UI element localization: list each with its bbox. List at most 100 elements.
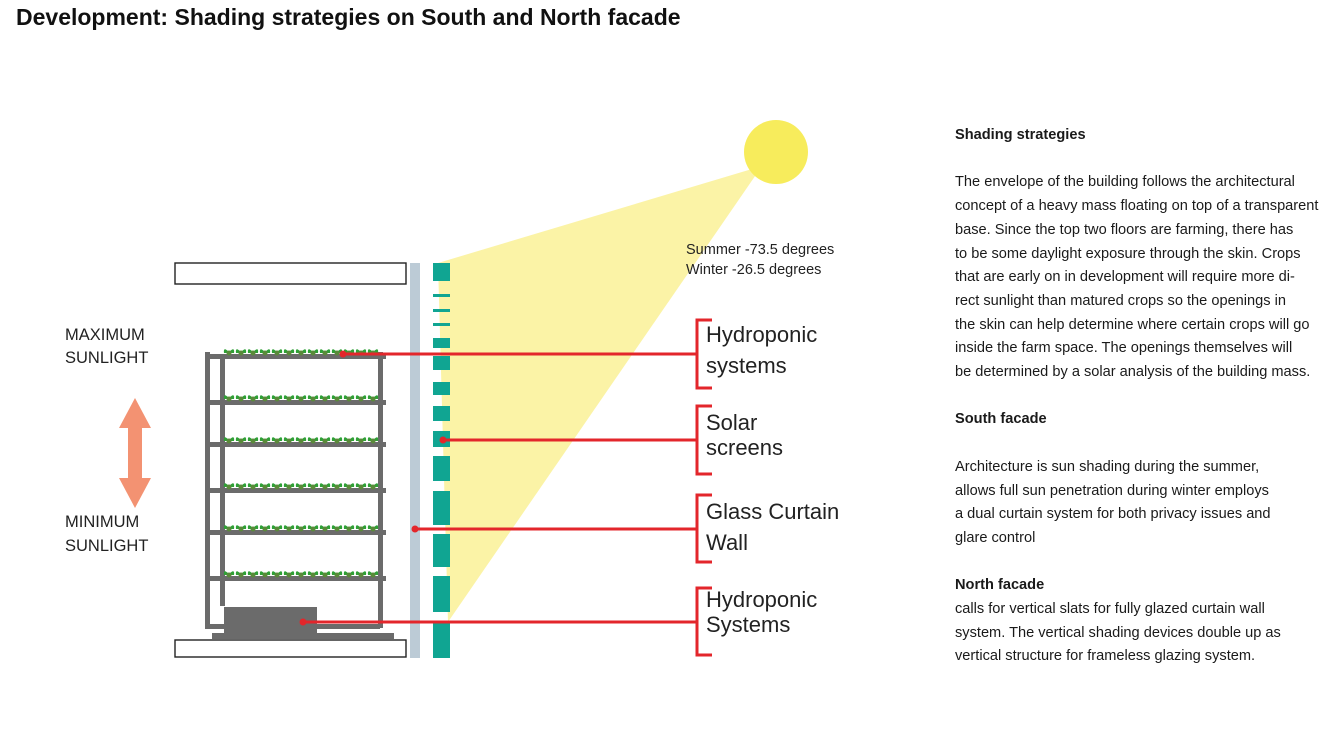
plant-icon xyxy=(247,437,259,444)
text-line: be determined by a solar analysis of the… xyxy=(955,364,1311,381)
rack-shelf xyxy=(205,488,386,493)
plant-icon xyxy=(295,525,307,532)
callout-hydroponic-tank-line1: Hydroponic xyxy=(706,587,817,612)
rack-shelves xyxy=(205,354,386,581)
plant-icon xyxy=(259,483,271,490)
plant-icon xyxy=(235,395,247,402)
page-title: Development: Shading strategies on South… xyxy=(16,4,681,30)
plant-icon xyxy=(355,437,367,444)
plant-icon xyxy=(283,349,295,356)
callout-glass-curtain-wall-line2: Wall xyxy=(706,530,748,555)
sun-icon xyxy=(744,120,808,184)
plant-icon xyxy=(343,571,355,578)
solar-screen-slat xyxy=(433,456,450,481)
callout-solar-screens-line2: screens xyxy=(706,435,783,460)
solar-screen-slat xyxy=(433,622,450,658)
plant-icon xyxy=(331,349,343,356)
plant-icon xyxy=(307,483,319,490)
plant-icon xyxy=(271,395,283,402)
callout-solar-screens-line1: Solar xyxy=(706,410,757,435)
plant-icon xyxy=(271,525,283,532)
text-line: the skin can help determine where certai… xyxy=(955,316,1310,333)
plant-icon xyxy=(259,571,271,578)
glass-curtain-wall xyxy=(410,263,420,658)
plant-icon xyxy=(319,483,331,490)
text-line: allows full sun penetration during winte… xyxy=(955,482,1269,499)
plant-icon xyxy=(295,483,307,490)
solar-screen-slat xyxy=(433,576,450,612)
plant-icon xyxy=(259,525,271,532)
plant-icon xyxy=(247,483,259,490)
plant-icon xyxy=(343,483,355,490)
plant-icon xyxy=(283,571,295,578)
plant-icon xyxy=(367,437,379,444)
solar-screen-slat xyxy=(433,294,450,297)
plant-icon xyxy=(343,395,355,402)
plant-icon xyxy=(343,525,355,532)
plant-icon xyxy=(271,571,283,578)
plant-icon xyxy=(247,349,259,356)
plant-icon xyxy=(295,571,307,578)
plant-icon xyxy=(367,483,379,490)
plant-icon xyxy=(355,483,367,490)
rack-shelf xyxy=(205,530,386,535)
plant-icon xyxy=(223,395,235,402)
text-line: to be some daylight exposure through the… xyxy=(955,245,1301,262)
solar-screen-slat xyxy=(433,323,450,326)
plant-icon xyxy=(319,571,331,578)
solar-screen-slat xyxy=(433,356,450,370)
plant-icon xyxy=(259,395,271,402)
plant-icon xyxy=(307,349,319,356)
description-panel: Shading strategies The envelope of the b… xyxy=(955,124,1321,669)
plant-icon xyxy=(235,437,247,444)
plant-icon xyxy=(319,395,331,402)
solar-screen-slat xyxy=(433,263,450,281)
text-line: vertical structure for frameless glazing… xyxy=(955,648,1256,665)
rack-shelf xyxy=(205,354,386,359)
plant-icon xyxy=(295,437,307,444)
plant-icon xyxy=(235,525,247,532)
callout-leaders xyxy=(303,318,712,657)
plant-icon xyxy=(355,525,367,532)
text-line: inside the farm space. The openings them… xyxy=(955,340,1293,357)
plant-icon xyxy=(247,395,259,402)
plant-icon xyxy=(307,571,319,578)
plant-icon xyxy=(259,437,271,444)
sunlight-gradient-arrow-icon xyxy=(119,398,151,508)
callout-glass-curtain-wall-line1: Glass Curtain xyxy=(706,499,839,524)
solar-screen-slat xyxy=(433,534,450,567)
plant-icon xyxy=(319,349,331,356)
plant-icon xyxy=(331,571,343,578)
text-line: concept of a heavy mass floating on top … xyxy=(955,198,1319,215)
plant-rows xyxy=(223,349,379,578)
plant-icon xyxy=(331,437,343,444)
callout-hydroponic-tank-line2: Systems xyxy=(706,612,790,637)
north-facade-heading: North facade xyxy=(955,577,1045,594)
south-facade-heading: South facade xyxy=(955,411,1047,428)
plant-icon xyxy=(307,525,319,532)
plant-icon xyxy=(223,437,235,444)
plant-icon xyxy=(307,395,319,402)
callout-dots xyxy=(299,350,447,626)
plant-icon xyxy=(235,483,247,490)
plant-icon xyxy=(271,437,283,444)
hydroponic-rack xyxy=(205,352,394,639)
plant-icon xyxy=(223,525,235,532)
shading-strategies-heading: Shading strategies xyxy=(955,127,1086,143)
max-sunlight-label-line1: MAXIMUM xyxy=(65,326,145,344)
plant-icon xyxy=(355,571,367,578)
text-line: Architecture is sun shading during the s… xyxy=(955,458,1260,475)
shading-strategies-body: The envelope of the building follows the… xyxy=(955,171,1321,384)
plant-icon xyxy=(271,483,283,490)
max-sunlight-label-line2: SUNLIGHT xyxy=(65,349,148,367)
plant-icon xyxy=(271,349,283,356)
plant-icon xyxy=(259,349,271,356)
text-line: a dual curtain system for both privacy i… xyxy=(955,506,1271,523)
text-line: base. Since the top two floors are farmi… xyxy=(955,221,1294,238)
rack-shelf xyxy=(205,400,386,405)
solar-screen-slat xyxy=(433,406,450,421)
solar-screen-slat xyxy=(433,309,450,312)
plant-icon xyxy=(283,483,295,490)
plant-icon xyxy=(355,395,367,402)
callout-hydroponic-systems-line2: systems xyxy=(706,353,787,378)
